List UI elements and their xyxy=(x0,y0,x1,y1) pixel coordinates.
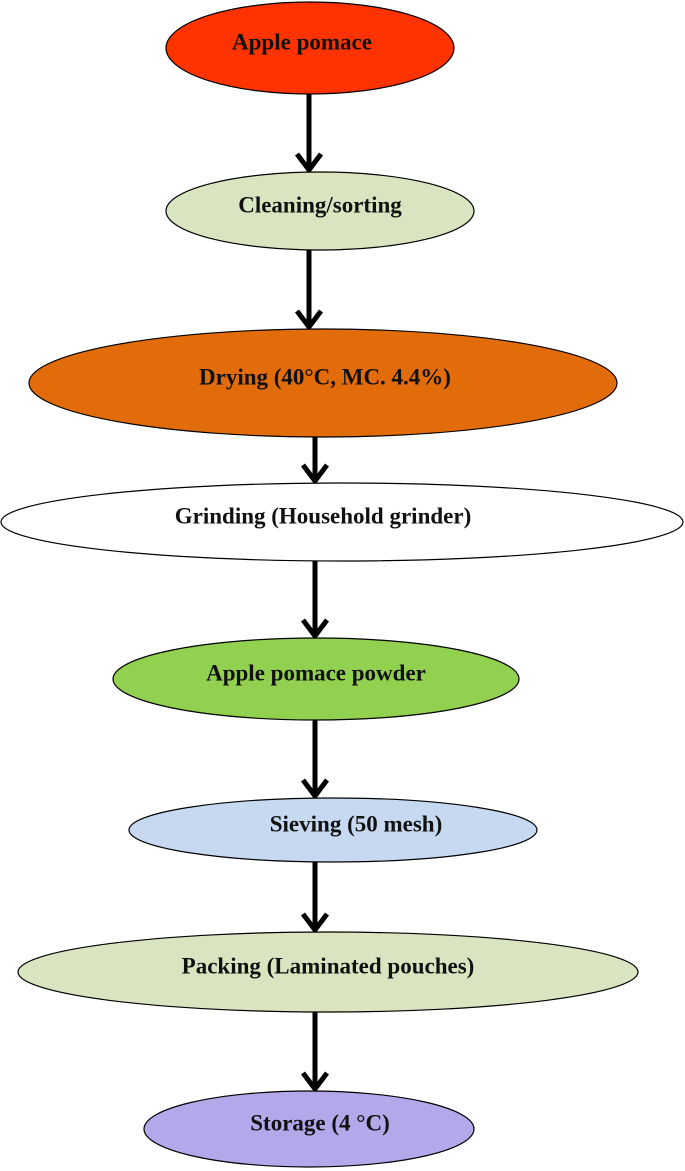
flow-arrow xyxy=(301,1012,329,1094)
flow-arrow xyxy=(301,437,329,486)
step-apple-pomace-powder: Apple pomace powder xyxy=(112,637,520,721)
flow-arrow xyxy=(301,862,329,935)
step-cleaning-sorting-shape xyxy=(165,171,475,251)
arrow-head xyxy=(301,778,329,801)
step-cleaning-sorting: Cleaning/sorting xyxy=(165,171,475,251)
step-drying-40-c-mc-4-4-label: Drying (40°C, MC. 4.4%) xyxy=(199,364,451,389)
step-storage-4-c: Storage (4 °C) xyxy=(143,1090,475,1168)
step-drying-40-c-mc-4-4: Drying (40°C, MC. 4.4%) xyxy=(28,328,618,438)
step-apple-pomace-label: Apple pomace xyxy=(232,29,372,54)
arrow-layer xyxy=(295,94,329,1094)
step-drying-40-c-mc-4-4-shape xyxy=(28,328,618,438)
arrow-head xyxy=(295,309,323,332)
step-sieving-50-mesh-shape xyxy=(128,797,538,863)
arrow-head xyxy=(301,912,329,935)
step-cleaning-sorting-label: Cleaning/sorting xyxy=(238,192,402,217)
step-packing-laminated-pouches: Packing (Laminated pouches) xyxy=(17,931,639,1013)
step-apple-pomace-powder-shape xyxy=(112,637,520,721)
step-storage-4-c-label: Storage (4 °C) xyxy=(250,1110,390,1135)
step-apple-pomace: Apple pomace xyxy=(165,1,455,95)
flow-arrow xyxy=(301,561,329,641)
arrow-head xyxy=(295,152,323,175)
flow-arrow xyxy=(301,720,329,801)
arrow-head xyxy=(301,618,329,641)
step-apple-pomace-shape xyxy=(165,1,455,95)
step-grinding-household-grinder-label: Grinding (Household grinder) xyxy=(175,503,471,528)
step-packing-laminated-pouches-label: Packing (Laminated pouches) xyxy=(182,953,475,978)
step-grinding-household-grinder: Grinding (Household grinder) xyxy=(0,482,684,562)
step-storage-4-c-shape xyxy=(143,1090,475,1168)
step-grinding-household-grinder-shape xyxy=(0,482,684,562)
step-packing-laminated-pouches-shape xyxy=(17,931,639,1013)
step-sieving-50-mesh-label: Sieving (50 mesh) xyxy=(270,811,443,836)
flow-arrow xyxy=(295,250,323,332)
step-sieving-50-mesh: Sieving (50 mesh) xyxy=(128,797,538,863)
step-apple-pomace-powder-label: Apple pomace powder xyxy=(206,660,426,685)
arrow-head xyxy=(301,463,329,486)
flow-arrow xyxy=(295,94,323,175)
arrow-head xyxy=(301,1071,329,1094)
